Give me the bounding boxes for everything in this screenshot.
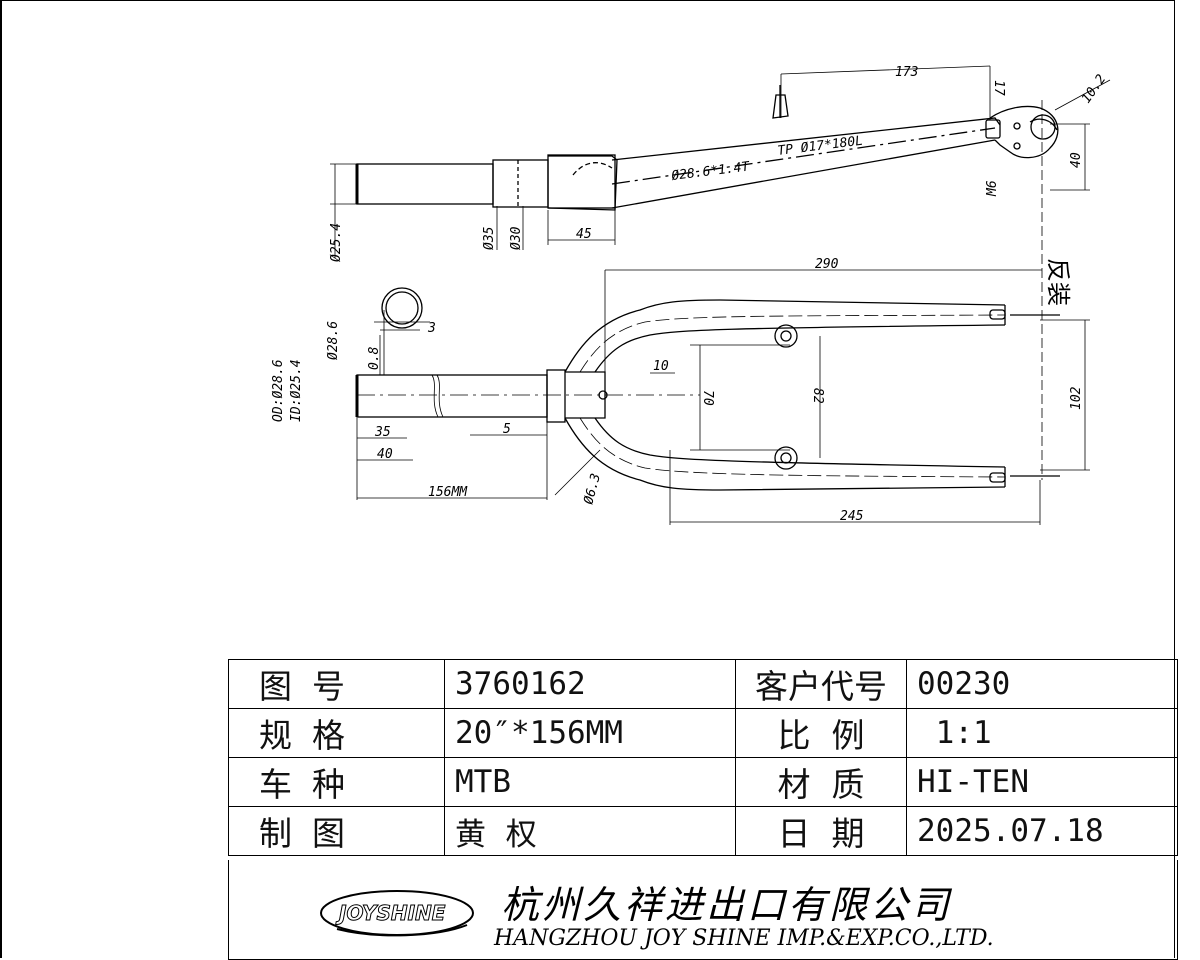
value-material: HI-TEN [906, 757, 1178, 807]
fork-side-view [330, 65, 1111, 480]
label-spec: 规格 [228, 708, 445, 758]
dim-5: 5 [503, 422, 511, 437]
dim-102: 102 [1069, 386, 1084, 410]
value-drafter: 黄 权 [444, 806, 736, 856]
value-vehicle-type: MTB [444, 757, 736, 807]
dim-290: 290 [815, 257, 839, 272]
label-customer-code: 客户代号 [735, 659, 907, 709]
label-material: 材 质 [735, 757, 907, 807]
dim-173: 173 [895, 65, 918, 80]
dim-156: 156MM [428, 485, 468, 500]
label-drafter: 制图 [228, 806, 445, 856]
value-spec: 20″*156MM [444, 708, 736, 758]
dim-3: 3 [427, 321, 436, 336]
value-scale: 1:1 [906, 708, 1178, 758]
logo-text: JOYSHINE [335, 901, 446, 925]
dim-10-2: 10.2 [1079, 72, 1109, 106]
dim-tube: Ø28.6*1.4T [671, 159, 752, 184]
dim-6-3: Ø6.3 [581, 472, 604, 506]
value-customer-code: 00230 [906, 659, 1178, 709]
company-name-en: HANGZHOU JOY SHINE IMP.&EXP.CO.,LTD. [494, 926, 994, 951]
label-vehicle-type: 车种 [228, 757, 445, 807]
dim-28-6: Ø28.6 [326, 321, 341, 360]
dim-40-top: 40 [1069, 152, 1084, 168]
label-drawing-no: 图号 [228, 659, 445, 709]
dim-35: Ø35 [482, 226, 497, 250]
dim-10: 10 [653, 359, 669, 374]
dim-30: Ø30 [509, 226, 524, 250]
dim-0-8: 0.8 [367, 346, 382, 370]
dim-id: ID:Ø25.4 [289, 359, 304, 422]
dim-od: OD:Ø28.6 [271, 359, 286, 422]
company-name-cn: 杭州久祥进出口有限公司 [501, 883, 953, 927]
value-drawing-no: 3760162 [444, 659, 736, 709]
title-row: 规格 20″*156MM 比 例 1:1 [228, 708, 1178, 758]
dim-m6: M6 [985, 180, 1000, 197]
title-block: 图号 3760162 客户代号 00230 规格 20″*156MM 比 例 1… [228, 659, 1178, 856]
title-row: 图号 3760162 客户代号 00230 [228, 659, 1178, 709]
dim-45: 45 [576, 227, 592, 242]
drawing-frame [0, 0, 1175, 958]
dim-245: 245 [840, 509, 864, 524]
dim-25-4: Ø25.4 [329, 223, 344, 262]
dim-82: 82 [810, 388, 825, 404]
dim-40b: 40 [377, 447, 393, 462]
company-block: JOYSHINE 杭州久祥进出口有限公司 HANGZHOU JOY SHINE … [228, 860, 1178, 960]
dim-35b: 35 [374, 425, 391, 440]
reverse-mount-note: 反装 [1044, 258, 1072, 306]
value-date: 2025.07.18 [906, 806, 1178, 856]
dim-17: 17 [991, 80, 1006, 96]
fork-front-view [355, 269, 1090, 525]
dimension-labels: 173 17 10.2 40 M6 Ø28.6*1.4T TP Ø17*180L… [271, 65, 1109, 524]
dim-70: 70 [700, 390, 715, 406]
title-row: 制图 黄 权 日 期 2025.07.18 [228, 806, 1178, 856]
joyshine-logo: JOYSHINE [320, 890, 474, 937]
title-row: 车种 MTB 材 质 HI-TEN [228, 757, 1178, 807]
label-date: 日 期 [735, 806, 907, 856]
label-scale: 比 例 [735, 708, 907, 758]
